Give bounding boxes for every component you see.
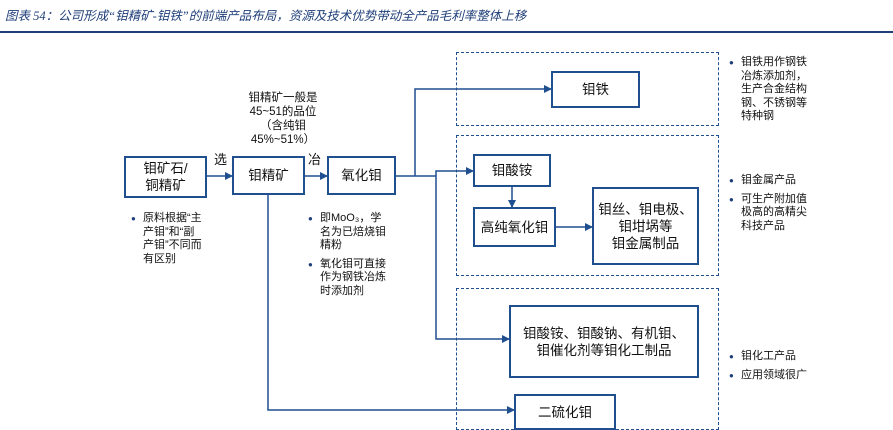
- title-divider: [0, 31, 893, 33]
- disulfide-box: 二硫化钼: [514, 394, 616, 430]
- step-label-smelt: 冶: [308, 152, 322, 167]
- ore-note-item: 原料根据“主 产钼”和“副 产钼”不同而 有区别: [131, 212, 221, 266]
- branch-chem: [435, 176, 510, 343]
- chem-note-item: 应用领域很广: [729, 369, 829, 383]
- metal-notes: 钼金属产品 可生产附加值 极高的高精尖 科技产品: [729, 174, 829, 238]
- branch-metal: [435, 167, 474, 176]
- metal-note-item: 钼金属产品: [729, 174, 829, 188]
- branch-ferro: [414, 85, 552, 176]
- ferro-note-item: 钼铁用作钢铁 冶炼添加剂， 生产合金结构 钢、不锈钢等 特种钢: [729, 56, 829, 124]
- ore-notes: 原料根据“主 产钼”和“副 产钼”不同而 有区别: [131, 212, 221, 271]
- ferro-notes: 钼铁用作钢铁 冶炼添加剂， 生产合金结构 钢、不锈钢等 特种钢: [729, 56, 829, 129]
- oxide-notes: 即MoO₃，学 名为已焙烧钼 精粉 氧化钼可直接 作为钢铁冶炼 时添加剂: [308, 212, 418, 303]
- oxide-note-item: 即MoO₃，学 名为已焙烧钼 精粉: [308, 212, 418, 253]
- oxide-note-item: 氧化钼可直接 作为钢铁冶炼 时添加剂: [308, 258, 418, 299]
- step-label-select: 选: [214, 152, 228, 167]
- ferro-box: 钼铁: [551, 71, 640, 108]
- chemicals-box: 钼酸铵、钼酸钠、有机钼、 钼催化剂等钼化工制品: [509, 305, 699, 378]
- arrow-concentrate-to-disulfide: [267, 195, 515, 414]
- oxide-box: 氧化钼: [327, 156, 396, 195]
- pure-oxide-box: 高纯氧化钼: [473, 207, 556, 247]
- chem-notes: 钼化工产品 应用领域很广: [729, 350, 829, 387]
- metal-group-frame: [456, 135, 719, 276]
- ferro-group-frame: [456, 52, 719, 126]
- figure-title: 图表 54：公司形成“钼精矿-钼铁”的前端产品布局，资源及技术优势带动全产品毛利…: [5, 9, 527, 23]
- concentrate-grade-note: 钼精矿一般是 45~51的品位 （含纯钼 45%~51%）: [248, 92, 318, 146]
- ammonium-box: 钼酸铵: [473, 154, 551, 187]
- concentrate-box: 钼精矿: [232, 156, 305, 195]
- ore-box: 钼矿石/ 铜精矿: [124, 156, 207, 198]
- metal-note-item: 可生产附加值 极高的高精尖 科技产品: [729, 193, 829, 234]
- metal-products-box: 钼丝、钼电极、 钼坩埚等 钼金属制品: [592, 187, 699, 265]
- chem-note-item: 钼化工产品: [729, 350, 829, 364]
